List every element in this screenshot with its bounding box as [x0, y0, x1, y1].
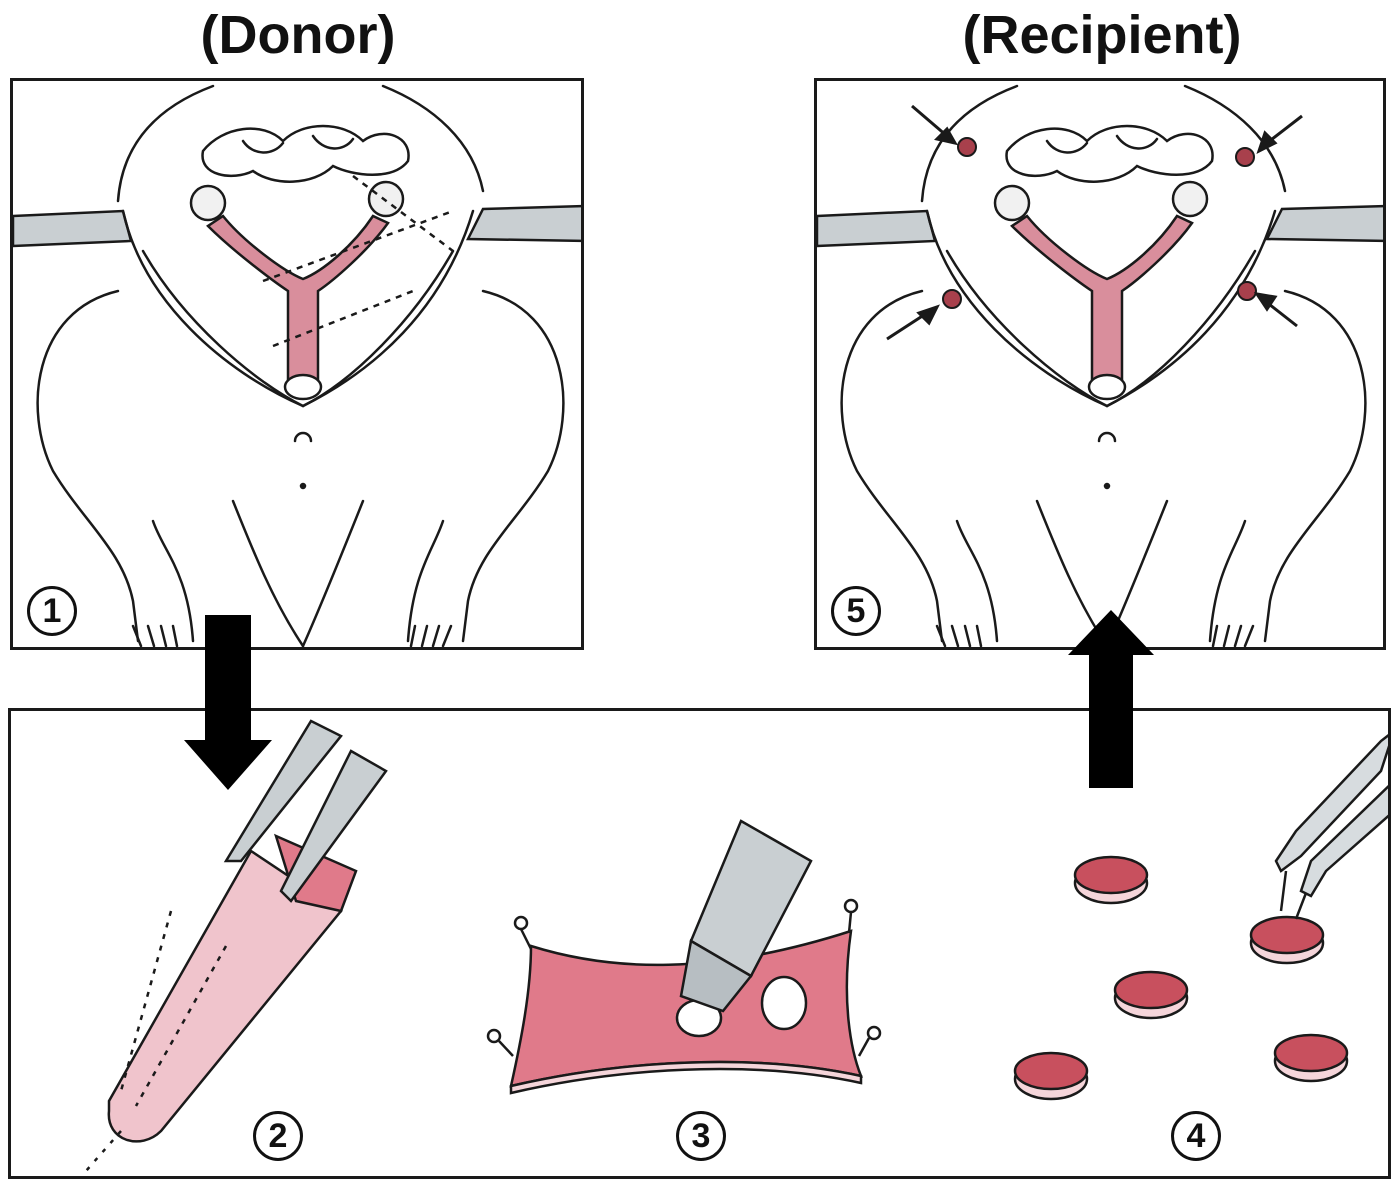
step-number-5: 5 [831, 586, 881, 636]
implant-site [943, 290, 961, 308]
implant-site [1236, 148, 1254, 166]
implant-site [1238, 282, 1256, 300]
donor-mouse-illustration [13, 81, 584, 650]
implant-site [958, 138, 976, 156]
step-number-3: 3 [676, 1111, 726, 1161]
tissue-discs [1015, 857, 1347, 1099]
forceps [1276, 731, 1391, 919]
process-illustration [11, 711, 1391, 1179]
recipient-mouse-illustration [817, 81, 1386, 650]
uterine-horn [86, 836, 356, 1171]
process-panel: 2 3 4 [8, 708, 1391, 1179]
step-number-4: 4 [1171, 1111, 1221, 1161]
step-number-1: 1 [27, 586, 77, 636]
recipient-title: (Recipient) [816, 4, 1388, 66]
recipient-panel: 5 [814, 78, 1386, 650]
donor-title: (Donor) [12, 4, 584, 66]
donor-panel: 1 [10, 78, 584, 650]
step-number-2: 2 [253, 1111, 303, 1161]
